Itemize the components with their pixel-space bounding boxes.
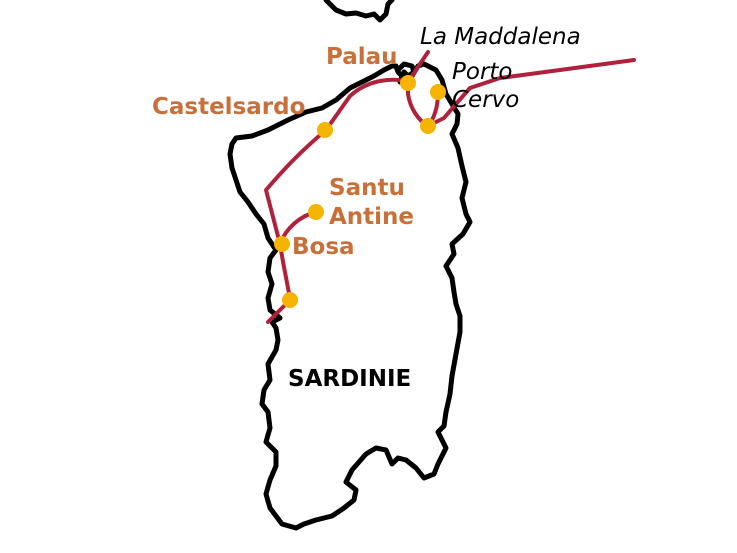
label-palau: Palau — [326, 44, 398, 70]
label-la-maddalena: La Maddalena — [420, 24, 581, 50]
stop-bosa — [274, 236, 290, 252]
label-porto-cervo-line1: Porto — [452, 59, 513, 85]
stop-porto-cervo — [430, 84, 446, 100]
stop-palau — [400, 75, 416, 91]
stop-castelsardo — [317, 122, 333, 138]
label-santu-antine-line2: Antine — [329, 204, 414, 230]
label-island-sardinie: SARDINIE — [288, 366, 411, 392]
label-castelsardo: Castelsardo — [152, 94, 305, 120]
stop-santu-antine — [308, 204, 324, 220]
sardinia-coastline — [227, 61, 473, 531]
label-porto-cervo-line2: Cervo — [452, 87, 519, 113]
label-santu-antine-line1: Santu — [329, 175, 405, 201]
corsica-coastline — [323, 0, 395, 23]
label-bosa: Bosa — [292, 234, 355, 260]
stop-south-west — [282, 292, 298, 308]
stop-arzachena — [420, 118, 436, 134]
